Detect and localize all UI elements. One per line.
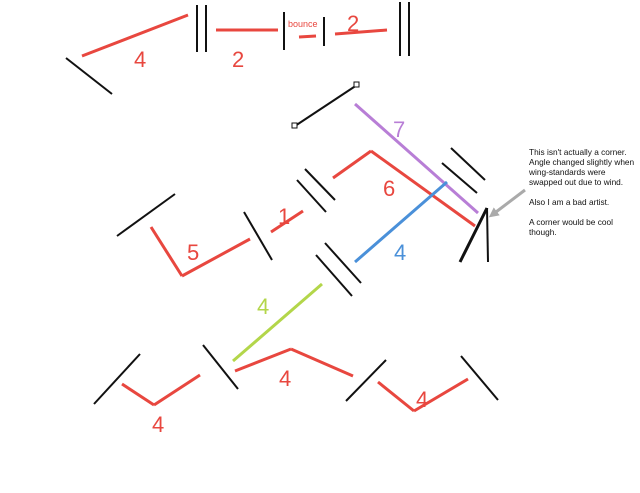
wall-bottom-3 bbox=[345, 359, 387, 402]
label-top-right-2: 2 bbox=[347, 11, 359, 36]
wall-bottom-2 bbox=[202, 344, 239, 390]
path-bottom-right-b bbox=[413, 377, 469, 413]
note-paragraph-1: This isn't actually a corner. Angle chan… bbox=[529, 147, 635, 187]
wall-mid-left bbox=[116, 193, 176, 237]
path-top-right bbox=[334, 28, 388, 36]
path-bottom-mid-b bbox=[290, 347, 354, 378]
gate-right-b bbox=[450, 147, 486, 181]
gate-lower-a bbox=[315, 254, 353, 297]
path-green bbox=[232, 282, 323, 363]
handle-start bbox=[291, 122, 298, 129]
wall-bottom-4 bbox=[460, 355, 499, 401]
label-green-4: 4 bbox=[257, 294, 269, 319]
path-red-5-a bbox=[149, 226, 184, 277]
label-blue-4: 4 bbox=[394, 240, 406, 265]
wall-top-left bbox=[65, 57, 113, 95]
wall-mid-center bbox=[243, 211, 273, 261]
label-bottom-mid-4: 4 bbox=[279, 366, 291, 391]
label-red-1: 1 bbox=[278, 204, 290, 229]
path-bounce bbox=[298, 34, 317, 39]
gate-lower-b bbox=[324, 242, 362, 284]
label-bottom-left-4: 4 bbox=[152, 412, 164, 437]
label-purple-7: 7 bbox=[393, 117, 405, 142]
label-top-left-4: 4 bbox=[134, 47, 146, 72]
path-red-1 bbox=[270, 209, 304, 234]
path-blue bbox=[354, 180, 448, 264]
corner-wall-a bbox=[458, 207, 489, 263]
path-bottom-mid-a bbox=[234, 347, 292, 373]
wall-with-handles bbox=[294, 84, 358, 127]
gate-mid-a bbox=[296, 179, 327, 213]
path-bottom-left-a bbox=[121, 382, 155, 407]
gate-right-a bbox=[441, 162, 478, 194]
gate-mid-b bbox=[304, 168, 336, 201]
path-bottom-left-b bbox=[153, 373, 201, 407]
path-red-6-a bbox=[332, 149, 372, 180]
handle-end bbox=[353, 81, 360, 88]
path-purple bbox=[354, 102, 479, 215]
callout-note: This isn't actually a corner. Angle chan… bbox=[529, 147, 637, 247]
callout-arrow bbox=[488, 188, 526, 218]
path-red-6-b bbox=[370, 149, 476, 228]
label-red-6: 6 bbox=[383, 176, 395, 201]
label-top-2: 2 bbox=[232, 47, 244, 72]
label-red-5: 5 bbox=[187, 240, 199, 265]
label-bounce: bounce bbox=[288, 19, 318, 29]
path-red-5-b bbox=[181, 237, 251, 278]
label-bottom-right-4: 4 bbox=[416, 387, 428, 412]
path-bottom-right-a bbox=[377, 380, 415, 413]
corner-wall-b bbox=[486, 207, 489, 263]
note-paragraph-3: A corner would be cool though. bbox=[529, 217, 613, 237]
note-paragraph-2: Also I am a bad artist. bbox=[529, 197, 610, 207]
path-top-left bbox=[81, 13, 189, 58]
wall-bottom-1 bbox=[93, 353, 141, 405]
